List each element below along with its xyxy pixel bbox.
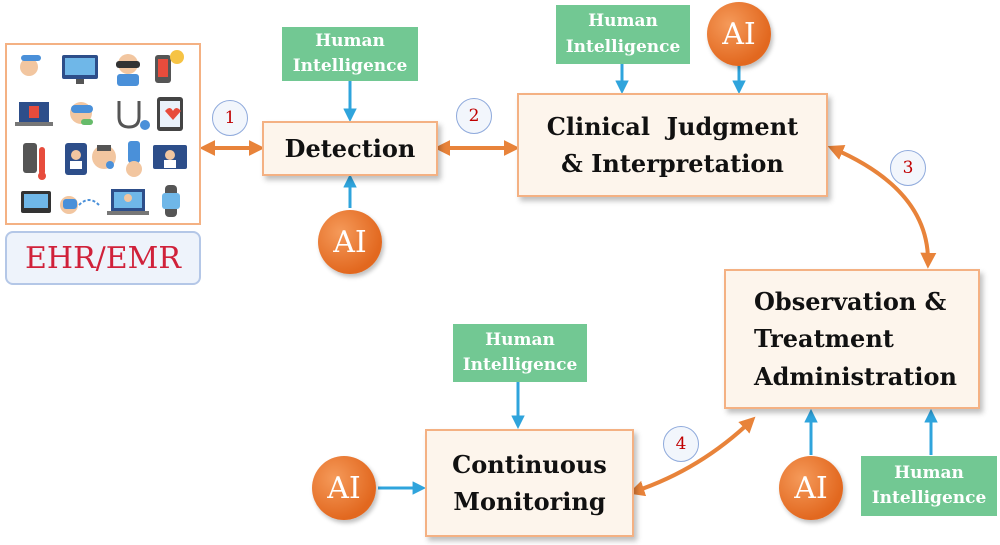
hi-line-2: Intelligence [292, 56, 408, 76]
observation-line-3: Administration [754, 361, 957, 391]
step-4-badge: 4 [663, 426, 699, 462]
pill-hand-icon [70, 102, 93, 125]
clinical-judgment-box: Clinical Judgment & Interpretation [517, 93, 828, 197]
stethoscope-icon [117, 101, 150, 130]
ehr-emr-label: EHR/EMR [5, 231, 201, 285]
hi-line-1: Human [894, 462, 964, 483]
device-network-icon [21, 191, 51, 213]
arrow-clinical-observation [827, 145, 937, 269]
step-2-badge: 2 [456, 98, 492, 134]
tablet-heart-icon [157, 97, 183, 131]
hi-line-2: Intelligence [565, 36, 681, 57]
step-1-badge: 1 [212, 100, 248, 136]
hi-line-1: Human [315, 30, 385, 51]
clinical-line-1: Clinical Judgment [546, 111, 799, 141]
hi-line-1: Human [485, 329, 555, 350]
ai-clinical: AI [707, 2, 771, 66]
detection-label: Detection [284, 133, 416, 163]
thermometer-phone-icon [23, 143, 46, 180]
hand-sensor-icon [20, 55, 41, 76]
ai-monitoring: AI [312, 456, 376, 520]
ehr-icon-panel [5, 43, 201, 225]
step-3-badge: 3 [890, 150, 926, 186]
ai-detection: AI [318, 210, 382, 274]
clinical-line-2: & Interpretation [561, 149, 784, 178]
hi-line-2: Intelligence [871, 488, 987, 508]
laptop-doctor-icon [107, 189, 149, 215]
head-chip-icon [92, 145, 116, 169]
monitoring-line-2: Monitoring [453, 487, 606, 516]
doctor-monitor-icon [153, 145, 187, 169]
phone-doctor-icon [65, 143, 87, 175]
smartwatch-icon [162, 185, 180, 217]
vr-headset-icon [116, 54, 140, 86]
monitor-icon [62, 55, 98, 84]
monitoring-line-1: Continuous [452, 449, 607, 479]
wrist-band-icon [60, 196, 100, 214]
touch-hand-icon [126, 141, 142, 177]
laptop-medical-icon [15, 102, 53, 126]
arrow-observation-monitoring [628, 416, 756, 497]
detection-box: Detection [262, 121, 438, 176]
observation-line-1: Observation & [754, 287, 947, 317]
health-device-icons [15, 50, 187, 217]
ai-observation: AI [779, 456, 843, 520]
hi-line-2: Intelligence [462, 355, 578, 375]
hi-line-1: Human [588, 11, 658, 31]
observation-line-2: Treatment [754, 324, 894, 354]
phone-alert-icon [155, 50, 184, 83]
